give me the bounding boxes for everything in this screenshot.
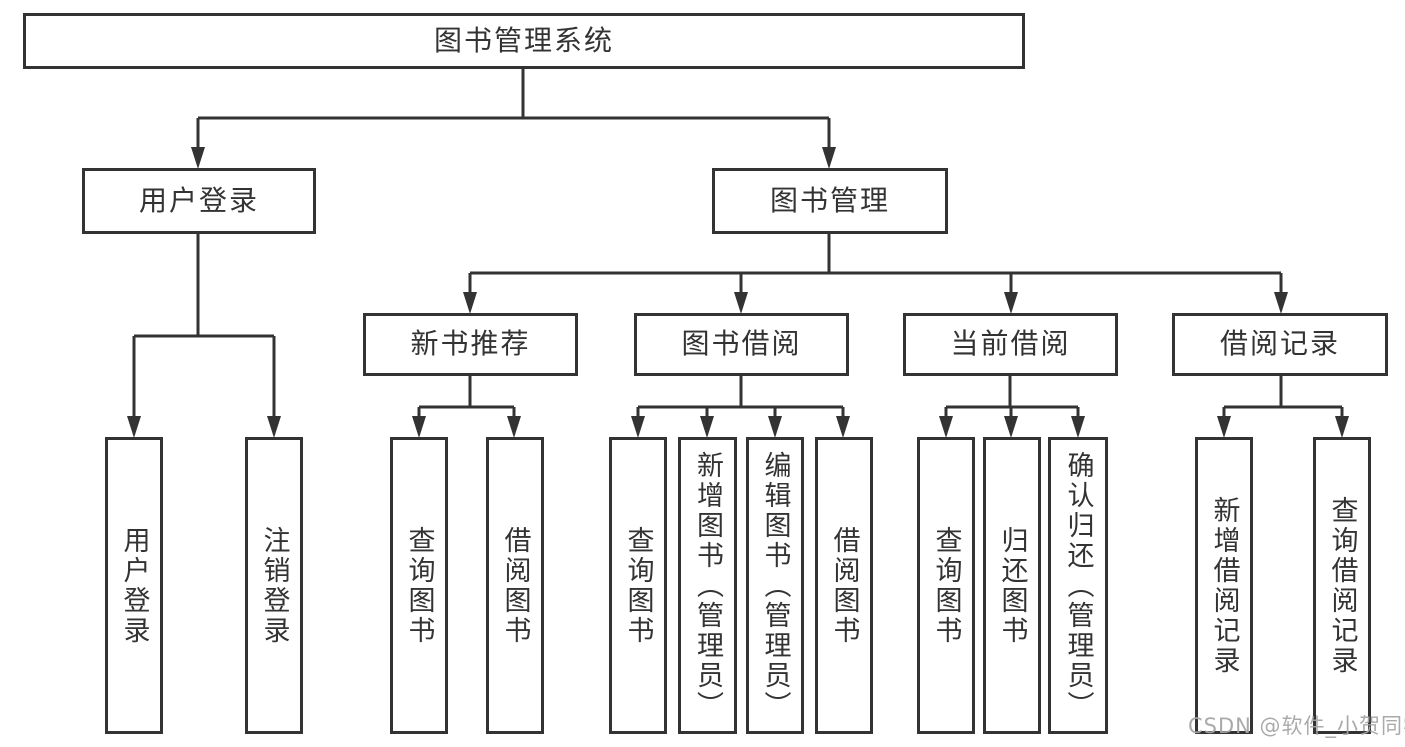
node-leaf-bb-add-book: 新增图书（管理员） (678, 437, 737, 734)
node-leaf-br-query-record: 查询借阅记录 (1313, 437, 1371, 734)
node-current-borrow: 当前借阅 (903, 313, 1118, 376)
node-new-book-recommend: 新书推荐 (363, 313, 578, 376)
node-root: 图书管理系统 (23, 13, 1025, 69)
node-book-borrow: 图书借阅 (634, 313, 849, 376)
watermark-text: CSDN @软件_小贺同学 (1188, 714, 1405, 738)
node-leaf-bb-edit-book: 编辑图书（管理员） (746, 437, 804, 734)
node-leaf-rec-query-book: 查询图书 (390, 437, 448, 734)
node-leaf-cb-confirm-return: 确认归还（管理员） (1048, 437, 1108, 734)
node-leaf-bb-query-book: 查询图书 (609, 437, 667, 734)
node-leaf-cb-query-book: 查询图书 (917, 437, 975, 734)
node-leaf-bb-borrow-book: 借阅图书 (815, 437, 873, 734)
node-leaf-user-login: 用户登录 (105, 437, 163, 734)
connector-paths (132, 68, 1344, 420)
node-user-login: 用户登录 (82, 168, 316, 234)
node-leaf-rec-borrow-book: 借阅图书 (486, 437, 544, 734)
arrowhead-icons (127, 147, 1349, 438)
node-leaf-cb-return-book: 归还图书 (983, 437, 1041, 734)
node-leaf-logout: 注销登录 (245, 437, 303, 734)
node-book-management: 图书管理 (712, 168, 948, 234)
node-borrow-record: 借阅记录 (1172, 313, 1388, 376)
node-leaf-br-add-record: 新增借阅记录 (1195, 437, 1253, 734)
